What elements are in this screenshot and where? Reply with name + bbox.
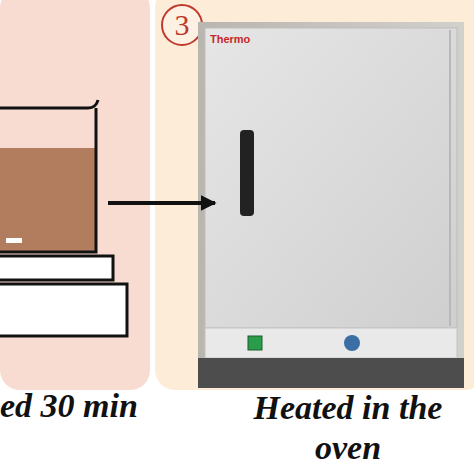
control-knob <box>344 335 360 351</box>
lab-wall <box>198 22 464 388</box>
oven-photo <box>198 22 464 388</box>
step-caption: Heated in the oven <box>217 388 474 468</box>
step-caption: ed 30 min <box>0 386 150 426</box>
door-seam <box>449 30 451 326</box>
door-handle <box>240 130 254 216</box>
brand-label: Thermo <box>210 33 250 45</box>
stirrer-base <box>0 284 127 336</box>
stir-bar <box>6 238 22 243</box>
power-switch <box>248 336 262 350</box>
flow-arrow <box>108 201 215 205</box>
step-number-circle: 3 <box>161 4 203 46</box>
beaker-outline <box>0 100 98 252</box>
stirrer-plate <box>0 256 113 280</box>
step-number: 3 <box>175 10 190 40</box>
liquid <box>0 148 96 252</box>
beaker-on-stirrer <box>0 90 150 350</box>
control-panel <box>205 328 457 358</box>
oven-door <box>205 28 457 328</box>
bench <box>198 358 464 388</box>
